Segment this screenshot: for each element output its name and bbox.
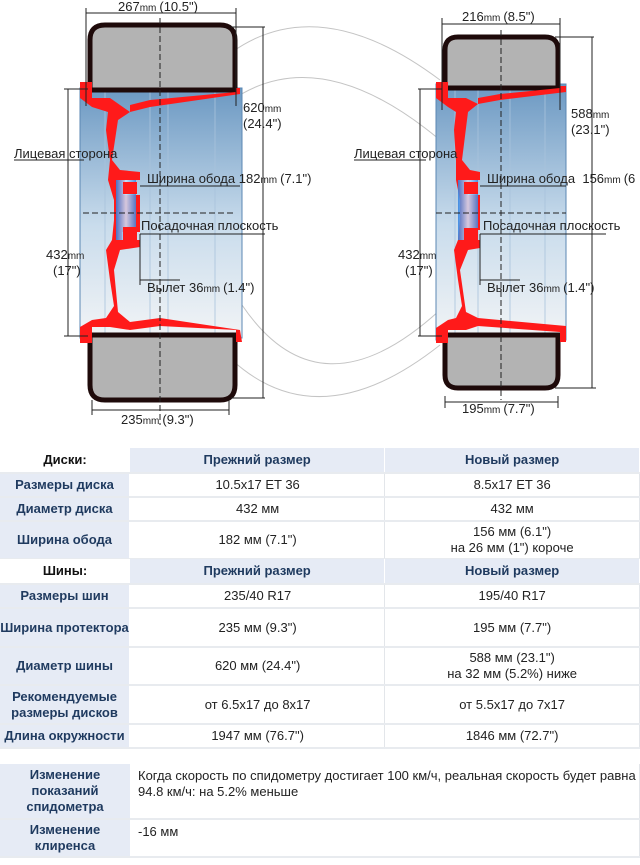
row-label: Диаметр шины	[0, 647, 131, 686]
new-rim-width-label: Ширина обода 156mm(6	[487, 171, 635, 186]
row-label: Диаметр диска	[0, 497, 131, 522]
new-value-cell: 588 мм (23.1") на 32 мм (5.2%) ниже	[384, 647, 640, 686]
new-tire-width-label: 216mm(8.5")	[462, 9, 535, 24]
new-value: 195 мм (7.7")	[384, 608, 640, 648]
change-text-cell: -16 мм	[131, 819, 640, 858]
tires-section-label: Шины:	[0, 559, 130, 585]
old-value: 1947 мм (76.7")	[130, 724, 386, 749]
table-row: Изменение клиренса -16 мм	[0, 819, 640, 858]
old-tire-top	[87, 22, 238, 93]
new-value: 156 мм (6.1")	[473, 524, 552, 539]
old-value: 10.5x17 ET 36	[130, 473, 386, 498]
old-value: 182 мм (7.1")	[130, 521, 386, 560]
row-label: Ширина обода	[0, 521, 131, 560]
new-hub	[458, 180, 478, 240]
tires-col-old: Прежний размер	[130, 559, 386, 585]
tires-col-new: Новый размер	[384, 559, 640, 585]
new-face-side-label: Лицевая сторона	[354, 146, 458, 161]
old-tire-width-label: 267mm(10.5")	[118, 0, 198, 14]
old-value: 620 мм (24.4")	[130, 647, 386, 686]
old-outer-diameter-label: 620mm	[243, 100, 281, 115]
new-rim-diameter-in: (17")	[405, 263, 433, 278]
new-tread-width-label: 195mm(7.7")	[462, 401, 535, 416]
changes-table: Изменение показаний спидометра Когда ско…	[0, 764, 640, 858]
old-outer-diameter-in: (24.4")	[243, 116, 282, 131]
new-value: от 5.5x17 до 7x17	[384, 685, 640, 725]
table-row: Ширина протектора 235 мм (9.3") 195 мм (…	[0, 608, 640, 648]
row-label: Длина окружности	[0, 724, 131, 749]
table-row: Ширина обода 182 мм (7.1") 156 мм (6.1")…	[0, 521, 640, 560]
new-mounting-plane-label: Посадочная плоскость	[483, 218, 621, 233]
new-value: 1846 мм (72.7")	[384, 724, 640, 749]
wheels-table: Диски: Прежний размер Новый размер Разме…	[0, 448, 640, 560]
change-text-cell: Когда скорость по спидометру достигает 1…	[131, 764, 640, 820]
tires-table: Шины: Прежний размер Новый размер Размер…	[0, 559, 640, 749]
table-row: Изменение показаний спидометра Когда ско…	[0, 764, 640, 820]
new-value-cell: 156 мм (6.1") на 26 мм (1") короче	[384, 521, 640, 560]
table-row: Размеры шин 235/40 R17 195/40 R17	[0, 584, 640, 609]
old-value: от 6.5x17 до 8x17	[130, 685, 386, 725]
old-value: 432 мм	[130, 497, 386, 522]
table-row: Диаметр шины 620 мм (24.4") 588 мм (23.1…	[0, 647, 640, 686]
old-tread-width-label: 235mm(9.3")	[121, 412, 194, 427]
row-label: Размеры шин	[0, 584, 131, 609]
row-label: Изменение показаний спидометра	[0, 764, 132, 820]
new-value: 8.5x17 ET 36	[384, 473, 640, 498]
row-label: Размеры диска	[0, 473, 131, 498]
table-row: Диаметр диска 432 мм 432 мм	[0, 497, 640, 522]
new-dimension-lines	[354, 18, 606, 408]
table-row: Размеры диска 10.5x17 ET 36 8.5x17 ET 36	[0, 473, 640, 498]
new-value-note: на 32 мм (5.2%) ниже	[447, 666, 578, 681]
old-rim-width-label: Ширина обода 182mm(7.1")	[147, 171, 311, 186]
row-label: Изменение клиренса	[0, 819, 132, 858]
old-dimension-lines	[14, 8, 265, 425]
new-value: 588 мм (23.1")	[469, 650, 555, 665]
wheels-col-new: Новый размер	[384, 448, 640, 474]
old-value: 235/40 R17	[130, 584, 386, 609]
change-text-line: 94.8 км/ч: на 5.2% меньше	[138, 784, 299, 799]
old-rim-diameter-in: (17")	[53, 263, 81, 278]
new-value-note: на 26 мм (1") короче	[450, 540, 574, 555]
old-hub	[116, 180, 136, 240]
old-offset-label: Вылет 36mm(1.4")	[147, 280, 254, 295]
new-value: 195/40 R17	[384, 584, 640, 609]
old-mounting-plane-label: Посадочная плоскость	[141, 218, 279, 233]
row-label: Ширина протектора	[0, 608, 131, 648]
old-value: 235 мм (9.3")	[130, 608, 386, 648]
new-tire-bottom	[442, 332, 561, 391]
old-rim-diameter-label: 432mm	[46, 247, 84, 262]
old-tire-bottom	[87, 332, 238, 403]
change-text-line: -16 мм	[138, 824, 179, 839]
table-row: Рекомендуемые размеры дисков от 6.5x17 д…	[0, 685, 640, 725]
wheel-comparison-diagram: 267mm(10.5") 620mm (24.4") Лицевая сторо…	[14, 0, 635, 427]
change-text-line: Когда скорость по спидометру достигает 1…	[138, 768, 636, 783]
wheels-col-old: Прежний размер	[130, 448, 386, 474]
new-rim-diameter-label: 432mm	[398, 247, 436, 262]
wheels-section-label: Диски:	[0, 448, 130, 474]
new-outer-diameter-label: 588mm	[571, 106, 609, 121]
row-label: Рекомендуемые размеры дисков	[0, 685, 131, 725]
table-row: Длина окружности 1947 мм (76.7") 1846 мм…	[0, 724, 640, 749]
old-rim-profile	[80, 82, 242, 343]
wheels-header-row: Диски: Прежний размер Новый размер	[0, 448, 640, 474]
tires-header-row: Шины: Прежний размер Новый размер	[0, 559, 640, 585]
old-face-side-label: Лицевая сторона	[14, 146, 118, 161]
new-outer-diameter-in: (23.1")	[571, 122, 610, 137]
new-offset-label: Вылет 36mm(1.4")	[487, 280, 594, 295]
new-value: 432 мм	[384, 497, 640, 522]
